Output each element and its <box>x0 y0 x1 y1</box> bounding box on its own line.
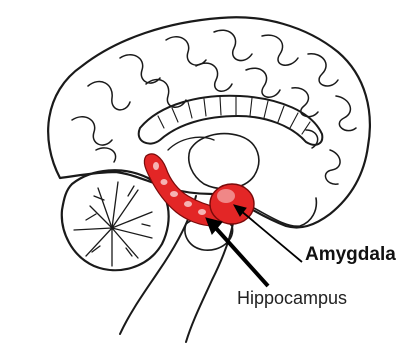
cerebrum-outline <box>48 17 370 227</box>
thalamus <box>189 134 259 189</box>
amygdala-label: Amygdala <box>305 244 396 266</box>
highlight-region <box>144 154 254 226</box>
hippocampus-label: Hippocampus <box>237 288 347 309</box>
amygdala-shine <box>217 189 235 203</box>
cerebellum-outline <box>62 170 169 270</box>
temporal-lobe <box>250 198 316 226</box>
corpus-callosum <box>139 96 323 145</box>
amygdala-highlight <box>210 184 254 224</box>
cortex-folds <box>72 30 356 184</box>
arbor-vitae <box>74 182 152 266</box>
